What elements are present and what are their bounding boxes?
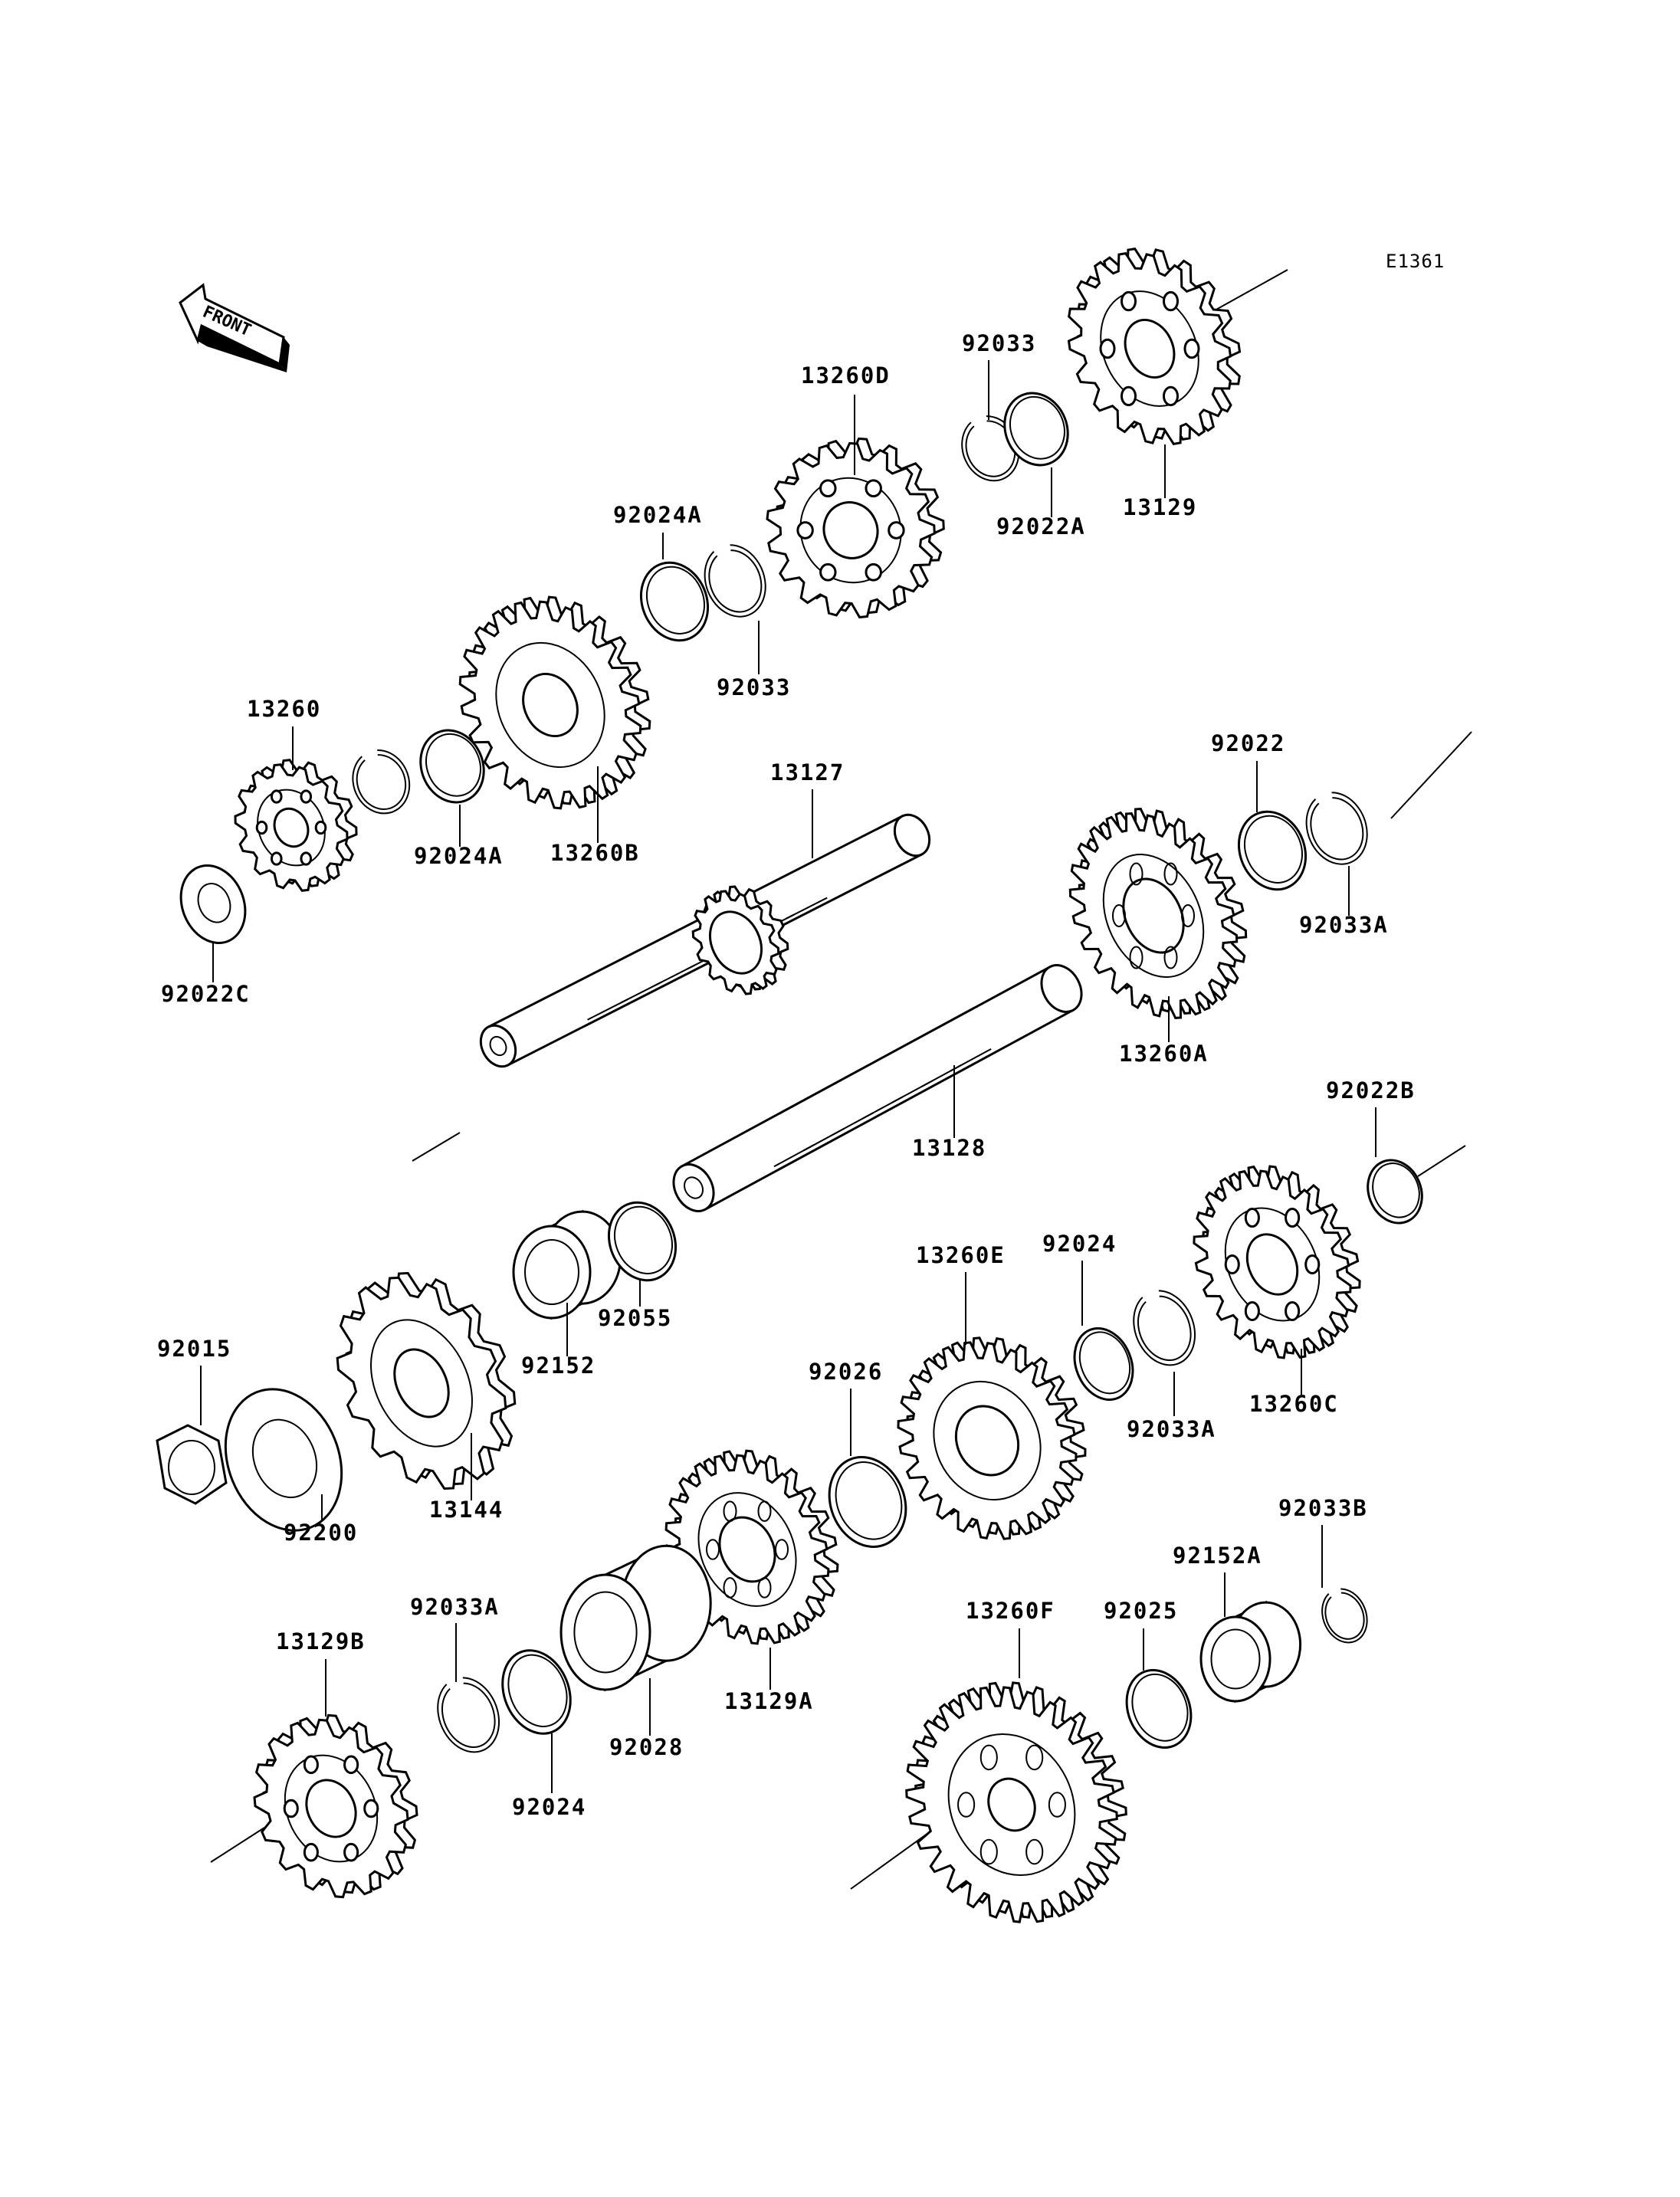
ring-92022a bbox=[1003, 392, 1069, 467]
part-label-13260f: 13260F bbox=[966, 1598, 1055, 1624]
part-label-13144: 13144 bbox=[429, 1497, 504, 1523]
part-label-13129a: 13129A bbox=[724, 1688, 814, 1714]
gear-13260f bbox=[905, 1681, 1127, 1923]
part-label-92022: 92022 bbox=[1211, 730, 1285, 756]
part-label-92022c: 92022C bbox=[161, 981, 251, 1007]
part-label-92022b: 92022B bbox=[1326, 1077, 1416, 1103]
gear-13260a bbox=[1068, 808, 1248, 1019]
axis-line-1 bbox=[1214, 269, 1288, 311]
part-label-92033b: 92033B bbox=[1278, 1495, 1368, 1521]
part-label-92015: 92015 bbox=[157, 1336, 231, 1362]
ring-92055 bbox=[607, 1201, 678, 1282]
part-label-92026: 92026 bbox=[809, 1359, 883, 1385]
nut-92015 bbox=[156, 1424, 228, 1505]
part-label-92033: 92033 bbox=[962, 330, 1036, 356]
ring-92033a-bottom bbox=[437, 1677, 500, 1753]
part-label-13260a: 13260A bbox=[1119, 1041, 1209, 1067]
gear-13127-integral bbox=[691, 885, 789, 995]
bush-92152a bbox=[1199, 1600, 1302, 1703]
gear-13129b bbox=[253, 1713, 418, 1899]
front-arrow-icon: FRONT bbox=[179, 283, 290, 372]
ring-92033a-mid bbox=[1133, 1290, 1196, 1366]
ring-92024-bottom bbox=[501, 1649, 572, 1735]
gear-13129 bbox=[1067, 248, 1242, 445]
axis-line-2 bbox=[1390, 731, 1472, 819]
part-label-13260b: 13260B bbox=[550, 840, 640, 866]
part-label-92033a-4: 92033A bbox=[1127, 1416, 1216, 1442]
part-label-13260c: 13260C bbox=[1249, 1391, 1339, 1417]
part-label-92024a: 92024A bbox=[613, 502, 703, 528]
axis-line-3 bbox=[412, 1132, 461, 1162]
washer-92200 bbox=[224, 1388, 343, 1532]
part-label-92200: 92200 bbox=[284, 1520, 358, 1546]
ring-92024-mid bbox=[1073, 1326, 1134, 1402]
ring-92022c bbox=[179, 864, 247, 944]
sprocket-13144 bbox=[336, 1271, 517, 1490]
part-label-13260d: 13260D bbox=[801, 362, 891, 389]
part-label-92024-6: 92024 bbox=[512, 1794, 586, 1820]
part-label-13127: 13127 bbox=[770, 759, 845, 785]
part-label-92152a: 92152A bbox=[1173, 1543, 1262, 1569]
part-label-13129: 13129 bbox=[1123, 494, 1197, 520]
ring-92033-left bbox=[352, 749, 411, 815]
ring-92033b bbox=[1321, 1588, 1368, 1644]
axis-line-4 bbox=[1417, 1145, 1466, 1177]
part-label-92022a: 92022A bbox=[996, 513, 1086, 539]
part-label-92025: 92025 bbox=[1104, 1598, 1178, 1624]
ring-92033-mid bbox=[704, 544, 766, 618]
part-label-13129b: 13129B bbox=[276, 1628, 366, 1654]
gear-13260e bbox=[897, 1336, 1087, 1540]
bush-92152 bbox=[512, 1209, 622, 1320]
part-label-92055: 92055 bbox=[598, 1305, 672, 1331]
part-label-92028: 92028 bbox=[609, 1734, 684, 1760]
shaft-13128 bbox=[672, 964, 1083, 1212]
axis-line-5 bbox=[210, 1827, 265, 1863]
ring-92024a-top bbox=[639, 561, 710, 642]
ring-92033a-top bbox=[1305, 792, 1368, 865]
part-label-92033a-5: 92033A bbox=[410, 1594, 500, 1620]
part-label-13128: 13128 bbox=[912, 1135, 986, 1161]
diagram-ref-code: E1361 bbox=[1386, 251, 1445, 272]
gear-13260b bbox=[458, 595, 651, 810]
part-label-13260: 13260 bbox=[247, 696, 321, 722]
part-label-13260e: 13260E bbox=[916, 1242, 1006, 1268]
ring-92026 bbox=[828, 1456, 907, 1548]
gear-13260d bbox=[766, 437, 945, 619]
gear-13260 bbox=[234, 759, 358, 892]
ring-92024a-left bbox=[419, 729, 485, 804]
ring-92022 bbox=[1237, 810, 1308, 891]
part-label-92033a: 92033A bbox=[1299, 912, 1389, 938]
part-label-92033-2: 92033 bbox=[717, 674, 791, 700]
part-label-92152: 92152 bbox=[521, 1353, 596, 1379]
part-label-92024a-3: 92024A bbox=[414, 843, 504, 869]
gear-13260c bbox=[1193, 1165, 1361, 1359]
ring-92025 bbox=[1125, 1669, 1193, 1749]
ring-92022b bbox=[1367, 1159, 1423, 1225]
part-label-92024: 92024 bbox=[1042, 1231, 1117, 1257]
bush-92028 bbox=[559, 1543, 712, 1692]
